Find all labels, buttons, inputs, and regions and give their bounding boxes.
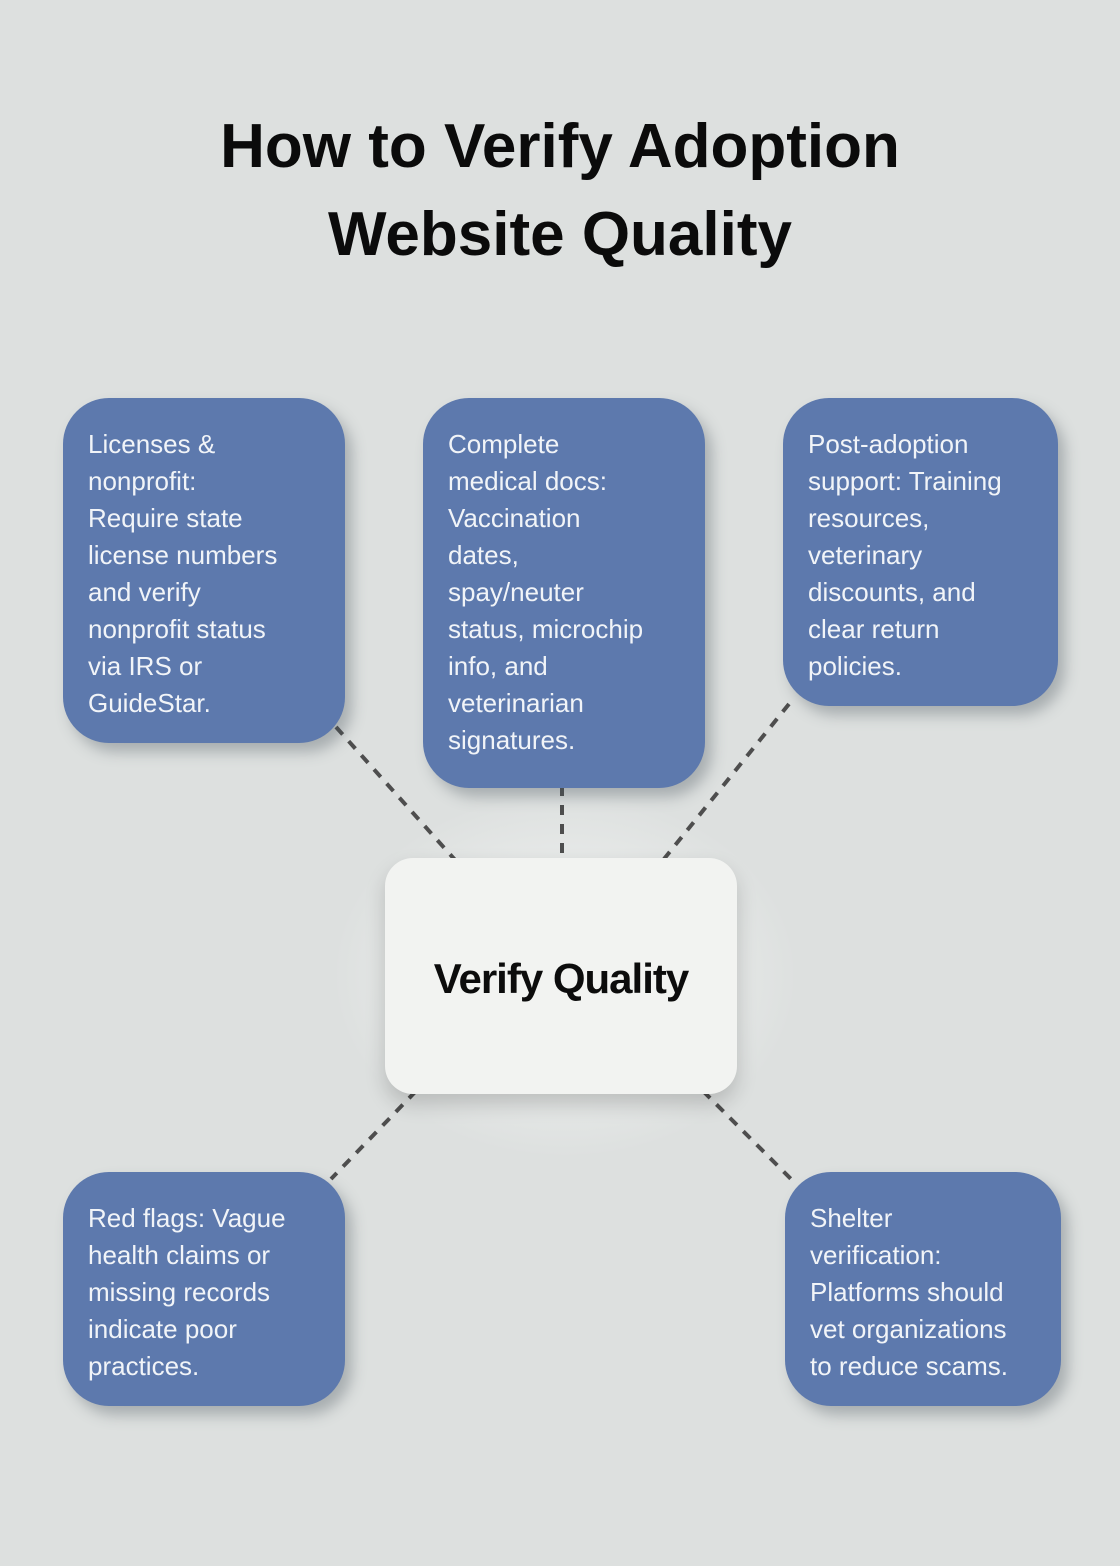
- node-red-flags: Red flags: Vague health claims or missin…: [63, 1172, 345, 1406]
- node-shelter-verification: Shelter verification: Platforms should v…: [785, 1172, 1061, 1406]
- node-post-adoption-support: Post-adoption support: Training resource…: [783, 398, 1058, 706]
- infographic-title: How to Verify Adoption Website Quality: [220, 112, 900, 269]
- connector-bottom-left: [329, 1089, 418, 1181]
- connector-top-right: [662, 702, 791, 861]
- center-node-label: Verify Quality: [433, 955, 689, 1002]
- connector-bottom-right: [701, 1089, 793, 1181]
- node-complete-medical-docs: Complete medical docs: Vaccination dates…: [423, 398, 705, 788]
- node-licenses-nonprofit: Licenses & nonprofit: Require state lice…: [63, 398, 345, 743]
- center-node: Verify Quality: [385, 858, 737, 1094]
